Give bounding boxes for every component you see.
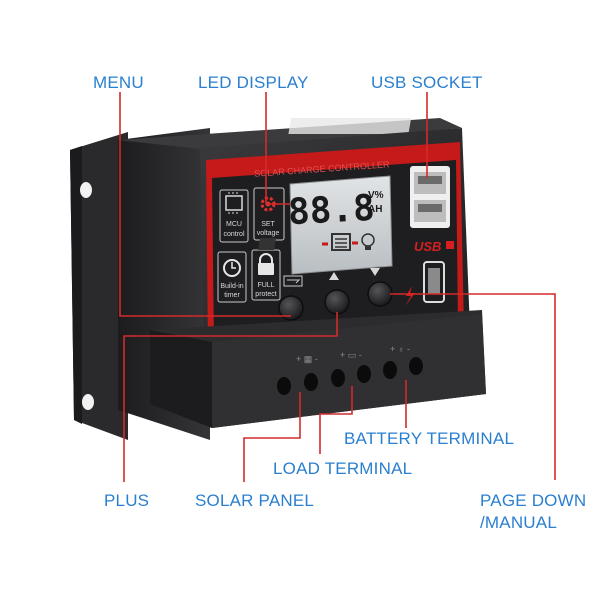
chip-icon xyxy=(225,192,243,214)
battery-terminal-mark: + ♁ - xyxy=(390,344,410,354)
terminal-screw-hole xyxy=(277,377,291,395)
up-arrow-icon xyxy=(329,272,339,280)
load-terminal-leader xyxy=(319,386,353,454)
usb-battery-mark xyxy=(446,241,454,249)
load-terminal-mark: + ▭ - xyxy=(340,350,362,360)
clock-icon xyxy=(223,259,241,277)
solar-terminal-mark: + ▦ - xyxy=(296,354,318,364)
page-down-leader xyxy=(390,293,556,480)
mount-hole xyxy=(82,394,94,410)
solar-panel-callout: SOLAR PANEL xyxy=(195,491,315,510)
timer-label-1: Build-in xyxy=(220,283,243,290)
down-arrow-icon xyxy=(370,268,380,276)
solar-panel-leader xyxy=(243,392,301,482)
timer-indicator: Build-in timer xyxy=(217,251,247,303)
page-down-button[interactable] xyxy=(367,268,393,307)
full-label-2: protect xyxy=(255,291,276,298)
terminal-screw-hole xyxy=(331,369,345,387)
phone-icon xyxy=(423,261,445,303)
timer-label-2: timer xyxy=(224,292,240,299)
terminal-screw-hole xyxy=(304,373,318,391)
terminal-block: + ▦ - + ▭ - + ♁ - xyxy=(150,310,486,428)
lock-icon xyxy=(258,253,274,275)
mount-hole xyxy=(80,182,92,198)
battery-terminal-callout: BATTERY TERMINAL xyxy=(344,429,515,448)
bulb-icon xyxy=(361,233,375,250)
usb-logo: USB xyxy=(414,239,441,254)
load-terminal-callout: LOAD TERMINAL xyxy=(273,459,413,478)
usb-socket[interactable] xyxy=(410,166,450,228)
led-display-leader xyxy=(265,92,290,205)
full-label-1: FULL xyxy=(257,282,274,289)
menu-callout: MENU xyxy=(93,73,144,92)
page-down-callout: PAGE DOWN xyxy=(480,491,587,510)
menu-button[interactable] xyxy=(278,275,304,321)
solar-panel-icon xyxy=(257,238,277,250)
led-display-callout: LED DISPLAY xyxy=(198,73,309,92)
terminal-screw-hole xyxy=(409,357,423,375)
plus-callout: PLUS xyxy=(104,491,150,510)
lcd-unit-top: V% xyxy=(368,190,384,201)
lightning-icon xyxy=(405,286,415,306)
usb-socket-callout: USB SOCKET xyxy=(371,73,483,92)
plus-leader xyxy=(123,312,338,482)
menu-leader xyxy=(119,92,291,317)
set-label-2: voltage xyxy=(257,230,280,237)
lcd-display: 88.8 V% AH xyxy=(257,175,393,275)
set-label-1: SET xyxy=(261,221,275,228)
terminal-screw-hole xyxy=(357,365,371,383)
mcu-control-indicator: MCU control xyxy=(219,189,249,243)
mounting-flange xyxy=(70,132,128,440)
lcd-unit-bottom: AH xyxy=(368,204,382,215)
lcd-digits: 88.8 xyxy=(287,188,376,233)
leader-lines xyxy=(119,92,556,482)
terminal-screw-hole xyxy=(383,361,397,379)
battery-icon xyxy=(331,233,351,251)
mcu-label-1: MCU xyxy=(226,221,242,228)
manual-callout: /MANUAL xyxy=(480,513,557,532)
mcu-label-2: control xyxy=(223,231,244,238)
